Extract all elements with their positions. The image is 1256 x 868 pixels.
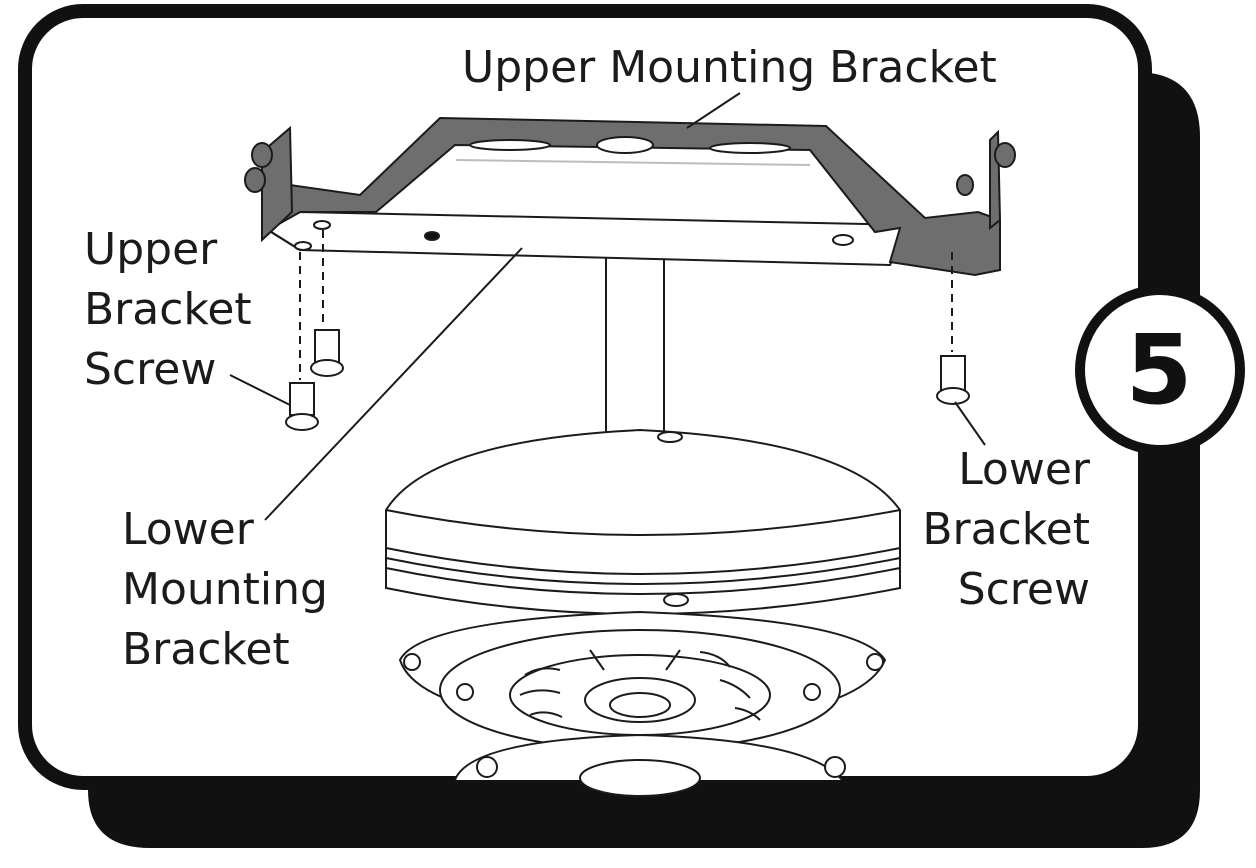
label-upper-bracket-screw: Upper Bracket Screw	[84, 224, 252, 395]
label-lower-bracket-screw: Lower Bracket Screw	[922, 444, 1090, 615]
label-lower-mounting-bracket: Lower Mounting Bracket	[122, 504, 328, 675]
upper-bracket-screw-2	[285, 382, 319, 431]
lower-bracket-screw	[936, 355, 970, 405]
downrod	[605, 239, 665, 436]
leader-upper-mounting-bracket	[686, 92, 741, 129]
leader-upper-bracket-screw	[229, 374, 291, 406]
step-circle	[1075, 285, 1245, 455]
switch-housing	[454, 733, 843, 781]
step-number: 5	[1125, 314, 1193, 426]
leader-lower-bracket-screw	[954, 401, 986, 446]
fan-assembly-drawing	[229, 92, 1016, 797]
leader-lower-mounting-bracket	[264, 247, 523, 521]
upper-bracket-screw-1	[310, 329, 344, 377]
label-upper-mounting-bracket: Upper Mounting Bracket	[462, 42, 997, 93]
upper-mounting-bracket	[260, 116, 1001, 277]
